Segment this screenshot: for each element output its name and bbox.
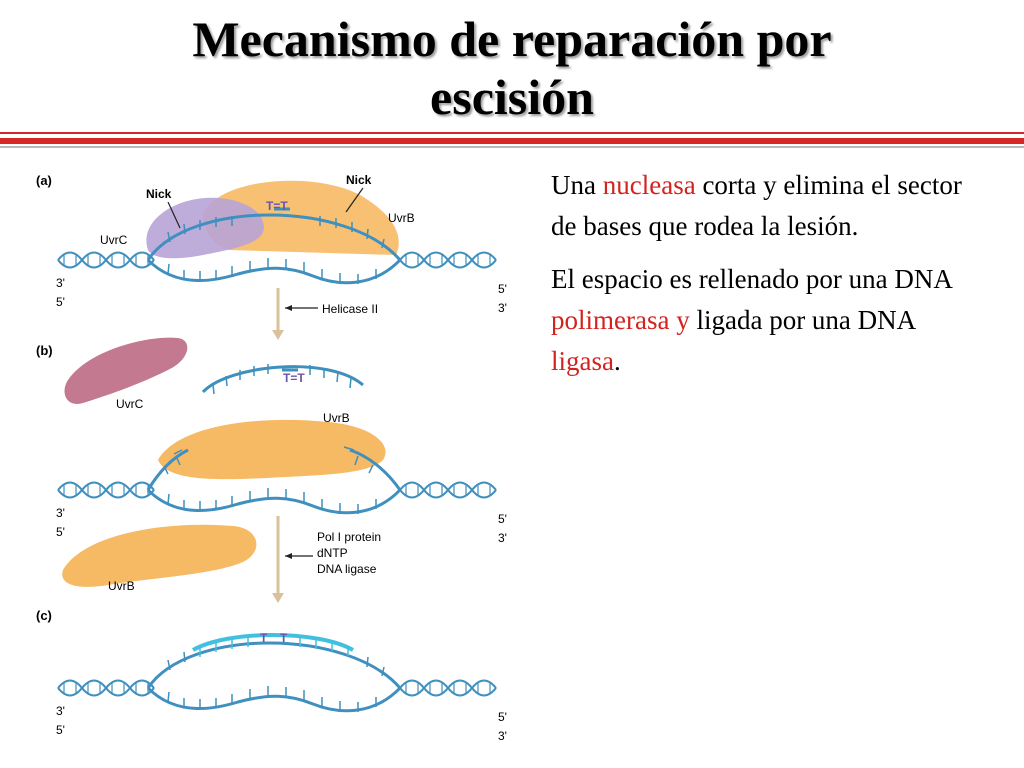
end-label-5-right-c: 5' xyxy=(498,710,507,724)
p2-text-2: ligada por una DNA xyxy=(689,305,915,335)
thymine-dimer-a: T=T xyxy=(266,199,288,213)
p1-text-2: corta y elimina el sector de bases que r… xyxy=(551,170,962,241)
thymine-c-1: T xyxy=(260,631,268,645)
uvrb-protein-released xyxy=(62,524,257,587)
uvrc-label-b: UvrC xyxy=(116,397,144,411)
page-title: Mecanismo de reparación por escisión xyxy=(0,10,1024,126)
panel-c: (c) T T 3' 5' 5' 3' xyxy=(36,608,507,743)
title-rule-shadow xyxy=(0,146,1024,148)
dna-ligase-label: DNA ligase xyxy=(317,562,377,576)
p1-text-1: Una xyxy=(551,170,603,200)
end-label-3-right-b: 3' xyxy=(498,531,507,545)
keyword-nucleasa: nucleasa xyxy=(602,170,696,200)
end-label-3-left-b: 3' xyxy=(56,506,65,520)
uvrb-protein-b xyxy=(158,419,386,480)
title-line-2: escisión xyxy=(430,69,594,125)
end-label-3-right-c: 3' xyxy=(498,729,507,743)
title-rule-thin xyxy=(0,132,1024,134)
thymine-c-2: T xyxy=(280,631,288,645)
pol-protein-label: Pol I protein xyxy=(317,530,381,544)
paragraph-polymerase: El espacio es rellenado por una DNA poli… xyxy=(551,259,991,382)
panel-c-label: (c) xyxy=(36,608,52,623)
nick-label-right: Nick xyxy=(346,173,372,187)
uvrb-label-b: UvrB xyxy=(323,411,350,425)
nick-label-left: Nick xyxy=(146,187,172,201)
uvrc-protein-a xyxy=(146,197,264,259)
end-label-3-right-a: 3' xyxy=(498,301,507,315)
uvrc-protein-released xyxy=(64,337,188,404)
nick-pointer-right xyxy=(345,187,364,213)
helicase-label: Helicase II xyxy=(322,302,378,316)
nick-pointer-left xyxy=(167,201,181,229)
keyword-polimerasa: polimerasa y xyxy=(551,305,690,335)
polymerase-ligase-step: Pol I protein dNTP DNA ligase UvrB xyxy=(62,516,381,603)
end-label-5-right-b: 5' xyxy=(498,512,507,526)
panel-a-label: (a) xyxy=(36,173,52,188)
thymine-dimer-b: T=T xyxy=(283,371,305,385)
title-rule-thick xyxy=(0,138,1024,144)
end-label-3-left-c: 3' xyxy=(56,704,65,718)
uvrb-label-released: UvrB xyxy=(108,579,135,593)
panel-b: (b) UvrC T=T UvrB xyxy=(36,337,507,545)
title-line-1: Mecanismo de reparación por xyxy=(192,11,832,67)
excised-oligonucleotide xyxy=(201,365,364,394)
end-label-5-right-a: 5' xyxy=(498,282,507,296)
dntp-label: dNTP xyxy=(317,546,348,560)
newly-synthesized-dna xyxy=(192,633,354,652)
p2-text-1: El espacio es rellenado por una DNA xyxy=(551,264,952,294)
uvrb-label-a: UvrB xyxy=(388,211,415,225)
excision-repair-diagram: (a) T=T Nick Nick UvrC UvrB 3' 5' 5' 3' … xyxy=(36,173,507,743)
end-label-5-left-c: 5' xyxy=(56,723,65,737)
p2-text-3: . xyxy=(613,346,621,376)
panel-a: (a) T=T Nick Nick UvrC UvrB 3' 5' 5' 3' xyxy=(36,173,507,315)
panel-b-label: (b) xyxy=(36,343,53,358)
end-label-5-left-b: 5' xyxy=(56,525,65,539)
keyword-ligasa: ligasa xyxy=(551,346,614,376)
uvrc-label-a: UvrC xyxy=(100,233,128,247)
end-label-5-left-a: 5' xyxy=(56,295,65,309)
end-label-3-left-a: 3' xyxy=(56,276,65,290)
helicase-step: Helicase II xyxy=(272,288,378,340)
paragraph-nuclease: Una nucleasa corta y elimina el sector d… xyxy=(551,165,991,247)
explanation-text: Una nucleasa corta y elimina el sector d… xyxy=(551,165,991,394)
